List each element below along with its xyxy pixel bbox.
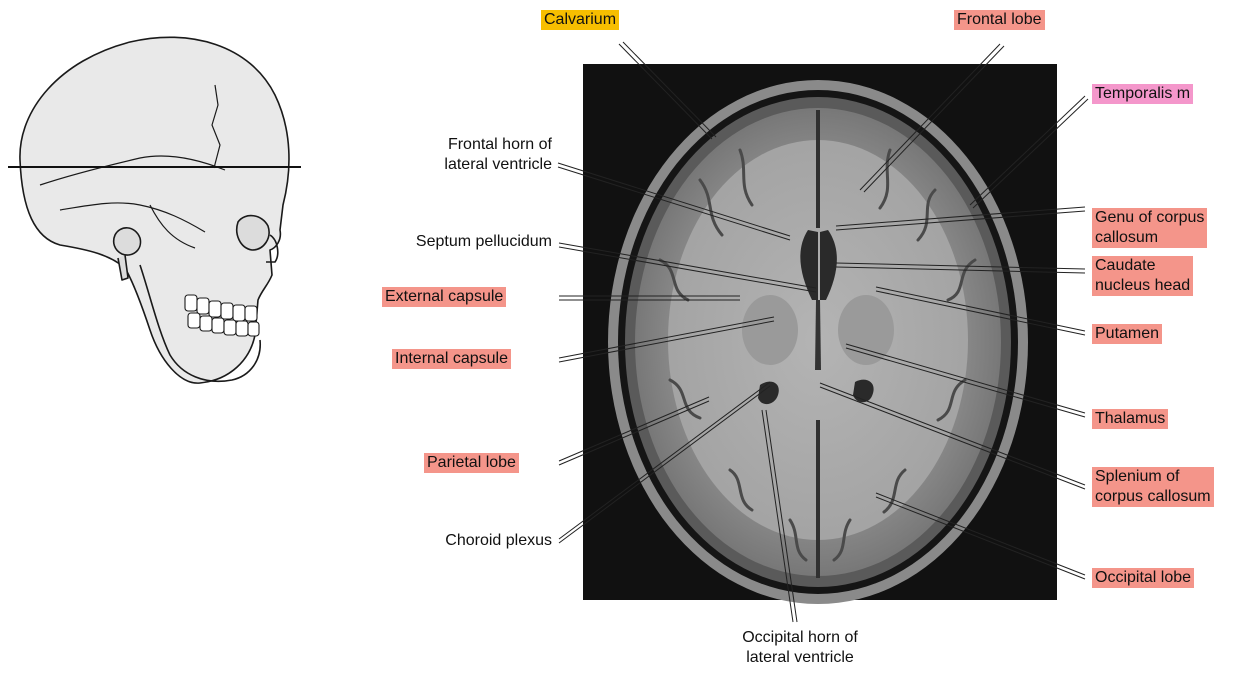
label-temporalis-m: Temporalis m: [1092, 84, 1193, 104]
label-genu-corpus-callosum: Genu of corpus callosum: [1092, 208, 1207, 248]
label-caudate-nucleus-head: Caudate nucleus head: [1092, 256, 1193, 296]
label-calvarium: Calvarium: [541, 10, 619, 30]
label-internal-capsule: Internal capsule: [392, 349, 511, 369]
label-parietal-lobe: Parietal lobe: [424, 453, 519, 473]
label-splenium-corpus-callosum: Splenium of corpus callosum: [1092, 467, 1214, 507]
label-thalamus: Thalamus: [1092, 409, 1168, 429]
label-external-capsule: External capsule: [382, 287, 506, 307]
label-frontal-horn: Frontal horn of lateral ventricle: [370, 135, 552, 175]
label-putamen: Putamen: [1092, 324, 1162, 344]
label-septum-pellucidum: Septum pellucidum: [340, 232, 552, 252]
label-occipital-horn: Occipital horn of lateral ventricle: [700, 628, 900, 668]
skull-icon: [20, 37, 289, 383]
label-frontal-lobe: Frontal lobe: [954, 10, 1045, 30]
mri-axial-image: [583, 64, 1057, 604]
label-occipital-lobe: Occipital lobe: [1092, 568, 1194, 588]
label-choroid-plexus: Choroid plexus: [380, 531, 552, 551]
